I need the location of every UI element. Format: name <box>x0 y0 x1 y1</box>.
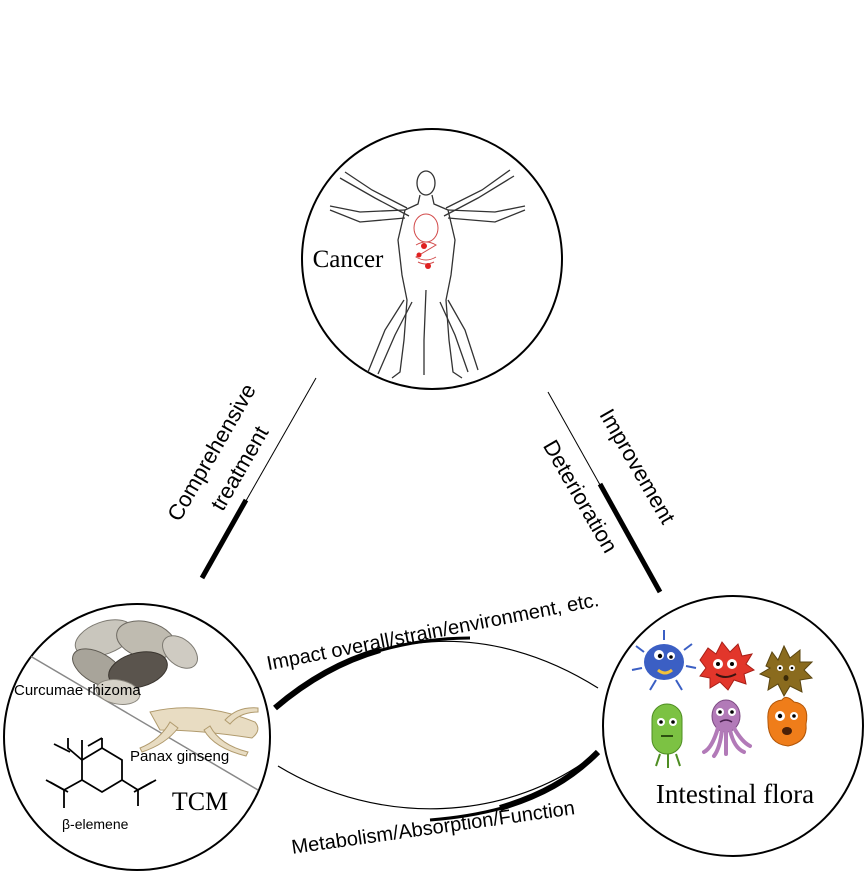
right-edge-label-1: Improvement <box>595 404 681 528</box>
beta-elemene-structure <box>45 737 157 808</box>
panax-ginseng-label: Panax ginseng <box>130 748 229 765</box>
microbe-blue-icon <box>631 630 697 691</box>
tcm-divider <box>19 649 259 791</box>
curcumae-rhizoma-label: Curcumae rhizoma <box>14 682 141 699</box>
tcm-circle <box>3 603 271 871</box>
curcumae-rhizoma-image <box>72 619 198 705</box>
tcm-node: Curcumae rhizoma Panax ginseng β-elemene… <box>3 603 271 871</box>
beta-elemene-label: β-elemene <box>62 816 129 832</box>
microbe-purple-icon <box>702 699 752 758</box>
bottom-arc-thick <box>499 749 601 811</box>
microbe-red-icon <box>699 641 756 691</box>
microbe-green-icon <box>651 703 683 768</box>
top-arc-mid <box>377 636 471 653</box>
bottom-arc <box>277 751 599 810</box>
human-figure-illustration <box>329 169 526 379</box>
tcm-label: TCM <box>172 787 228 816</box>
left-connector-thick <box>199 498 249 580</box>
flora-node: Intestinal flora <box>602 595 864 857</box>
flora-label: Intestinal flora <box>656 779 814 809</box>
right-edge-label-2: Deterioration <box>538 435 623 557</box>
bottom-arc-label: Metabolism/Absorption/Function <box>290 797 576 859</box>
bottom-arc-mid <box>429 806 503 822</box>
cancer-label: Cancer <box>313 246 384 273</box>
cancer-node: Cancer <box>301 128 563 390</box>
right-connector-thick <box>597 482 663 594</box>
microbe-brown-icon <box>758 644 814 698</box>
panax-ginseng-image <box>139 707 259 757</box>
microbe-orange-icon <box>767 696 808 747</box>
top-arc-thick <box>273 647 381 711</box>
top-arc-label: Impact overall/strain/environment, etc. <box>265 589 601 675</box>
